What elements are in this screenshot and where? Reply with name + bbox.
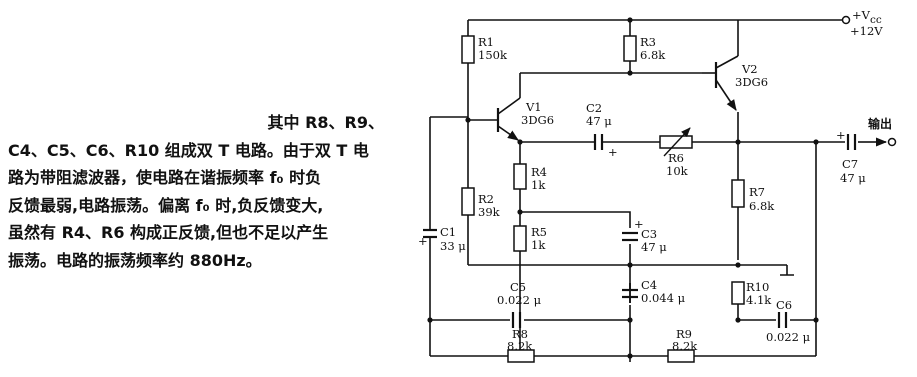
resistor-r2: R2 39k	[461, 187, 501, 219]
description-line: 反馈最弱,电路振荡。偏离 f₀ 时,负反馈变大,	[8, 195, 324, 215]
description-line: 振荡。电路的振荡频率约 880Hz。	[8, 250, 262, 270]
r2-name: R2	[478, 192, 494, 206]
c2-plus-mark: +	[608, 145, 618, 159]
c7-plus-mark: +	[836, 128, 846, 142]
c5-name: C5	[510, 280, 526, 294]
r4-name: R4	[531, 165, 547, 179]
c3-plus-mark: +	[634, 217, 644, 231]
r7-value: 6.8k	[749, 199, 775, 213]
resistor-r9: R9 8.2k	[667, 327, 698, 363]
capacitor-c5: C5 0.022 μ	[497, 280, 542, 328]
resistor-r10: R10 4.1k	[731, 268, 794, 307]
c3-name: C3	[641, 227, 657, 241]
c7-value: 47 μ	[840, 171, 866, 185]
c1-plus-mark: +	[418, 234, 428, 248]
capacitor-c3: + C3 47 μ	[622, 217, 667, 254]
output-terminal: 输出	[868, 116, 897, 147]
resistor-r5: R5 1k	[513, 225, 547, 252]
c6-name: C6	[776, 298, 792, 312]
capacitor-c6: C6 0.022 μ	[766, 298, 811, 344]
c5-value: 0.022 μ	[497, 293, 542, 307]
capacitor-c2: + C2 47 μ	[586, 101, 618, 159]
r4-value: 1k	[531, 178, 546, 192]
c1-name: C1	[440, 225, 456, 239]
capacitor-c4: C4 0.044 μ	[622, 278, 686, 305]
resistor-r1: R1 150k	[461, 35, 508, 64]
r3-name: R3	[640, 35, 656, 49]
capacitor-c7: + C7 47 μ	[836, 128, 866, 185]
r6-name: R6	[668, 151, 684, 165]
c3-value: 47 μ	[641, 240, 667, 254]
c7-name: C7	[842, 157, 858, 171]
description-line: C4、C5、C6、R10 组成双 T 电路。由于双 T 电	[8, 140, 369, 160]
description-paragraph: 其中 R8、R9、 C4、C5、C6、R10 组成双 T 电路。由于双 T 电 …	[8, 109, 384, 274]
vcc-label: +V	[852, 8, 871, 22]
junction-dots	[427, 17, 819, 359]
resistor-r3: R3 6.8k	[623, 35, 666, 62]
v1-name: V1	[525, 100, 542, 114]
description-line: 其中 R8、R9、	[267, 113, 384, 132]
resistor-r4: R4 1k	[513, 163, 547, 192]
r8-value: 8.2k	[507, 339, 533, 353]
c2-value: 47 μ	[586, 114, 612, 128]
r3-value: 6.8k	[640, 48, 666, 62]
c6-value: 0.022 μ	[766, 330, 811, 344]
resistor-r6-variable: R6 10k	[659, 127, 693, 178]
r6-value: 10k	[666, 164, 689, 178]
r8-name: R8	[512, 327, 528, 341]
r9-value: 8.2k	[672, 339, 698, 353]
circuit-wires	[429, 19, 872, 362]
r5-value: 1k	[531, 238, 546, 252]
vcc-terminal: +V cc +12V	[841, 8, 883, 38]
vcc-subscript: cc	[870, 14, 882, 26]
r1-value: 150k	[478, 48, 508, 62]
description-line: 路为带阻滤波器，使电路在谐振频率 f₀ 时负	[8, 168, 322, 187]
r5-name: R5	[531, 225, 547, 239]
r7-name: R7	[749, 185, 765, 199]
c4-name: C4	[641, 278, 657, 292]
vcc-value: +12V	[850, 24, 883, 38]
transistor-v2: V2 3DG6	[702, 55, 768, 111]
capacitor-c1: + C1 33 μ	[418, 222, 466, 253]
v1-value: 3DG6	[521, 113, 554, 127]
c2-name: C2	[586, 101, 602, 115]
r2-value: 39k	[478, 205, 501, 219]
v2-value: 3DG6	[735, 75, 768, 89]
resistor-r8: R8 8.2k	[507, 327, 535, 363]
output-label: 输出	[868, 116, 892, 131]
transistor-v1: V1 3DG6	[496, 97, 554, 141]
r9-name: R9	[676, 327, 692, 341]
c4-value: 0.044 μ	[641, 291, 686, 305]
resistor-r7: R7 6.8k	[731, 179, 775, 213]
r10-value: 4.1k	[746, 293, 772, 307]
description-line: 虽然有 R4、R6 构成正反馈,但也不足以产生	[8, 223, 329, 242]
r10-name: R10	[746, 280, 769, 294]
r1-name: R1	[478, 35, 494, 49]
v2-name: V2	[741, 62, 758, 76]
c1-value: 33 μ	[440, 239, 466, 253]
